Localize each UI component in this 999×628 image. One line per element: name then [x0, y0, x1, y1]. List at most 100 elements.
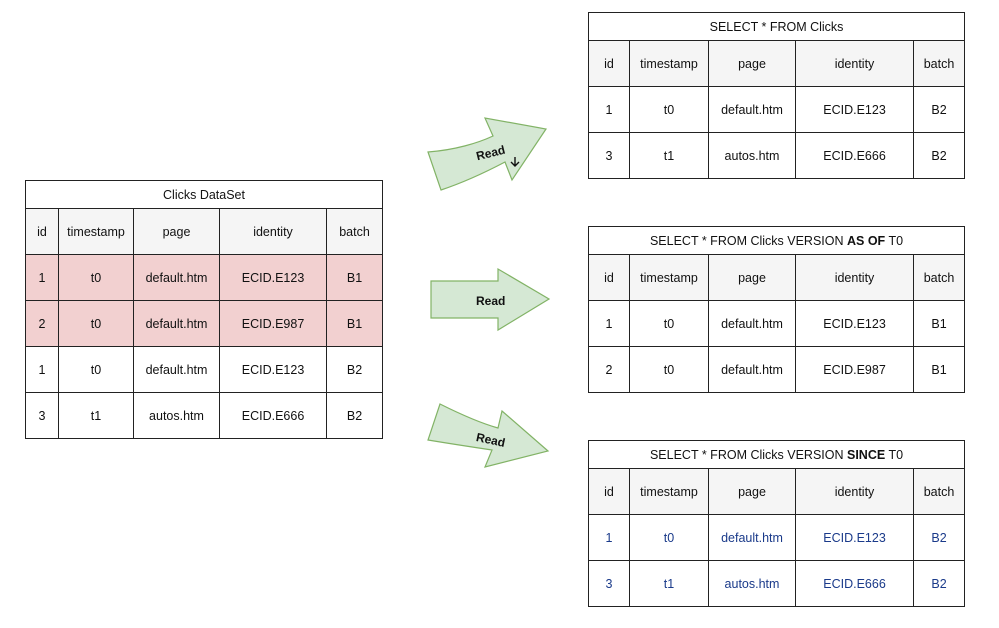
cell-batch: B1	[325, 254, 384, 301]
cell-identity: ECID.E666	[219, 392, 327, 439]
cell-page: autos.htm	[708, 560, 796, 607]
cell-page: default.htm	[708, 514, 796, 561]
query-text-suffix: T0	[885, 447, 904, 462]
read-arrow-cursor-icon	[510, 157, 520, 167]
cell-id: 2	[25, 300, 59, 347]
cell-timestamp: t0	[629, 300, 709, 347]
table-row: 1 t0 default.htm ECID.E123 B1	[588, 300, 966, 347]
result-table-as-of: SELECT * FROM Clicks VERSION AS OF T0 id…	[587, 226, 966, 393]
cell-identity: ECID.E123	[795, 514, 914, 561]
table-row: 3 t1 autos.htm ECID.E666 B2	[588, 132, 966, 179]
cell-page: default.htm	[708, 86, 796, 133]
column-header-identity: identity	[219, 208, 327, 255]
cell-id: 3	[588, 560, 630, 607]
cell-identity: ECID.E123	[795, 86, 914, 133]
column-header-id: id	[25, 208, 59, 255]
query-keyword: SINCE	[847, 447, 886, 462]
cell-batch: B1	[912, 346, 966, 393]
result-table-select-all: SELECT * FROM Clicks id timestamp page i…	[587, 12, 966, 179]
table-row: 1 t0 default.htm ECID.E123 B2	[25, 346, 384, 393]
cell-id: 2	[588, 346, 630, 393]
cell-identity: ECID.E666	[795, 132, 914, 179]
cell-id: 1	[588, 300, 630, 347]
query-keyword: AS OF	[847, 233, 886, 248]
cell-batch: B2	[912, 132, 966, 179]
cell-batch: B1	[912, 300, 966, 347]
cell-timestamp: t1	[629, 560, 709, 607]
cell-identity: ECID.E987	[795, 346, 914, 393]
cell-batch: B2	[912, 86, 966, 133]
source-table-header-row: id timestamp page identity batch	[25, 208, 384, 255]
column-header-timestamp: timestamp	[629, 40, 709, 87]
cell-batch: B2	[912, 514, 966, 561]
cell-identity: ECID.E987	[219, 300, 327, 347]
result-table-title-row: SELECT * FROM Clicks VERSION AS OF T0	[587, 226, 966, 255]
result-table-header-row: id timestamp page identity batch	[588, 468, 966, 515]
column-header-page: page	[708, 254, 796, 301]
column-header-id: id	[588, 40, 630, 87]
column-header-page: page	[708, 40, 796, 87]
column-header-batch: batch	[912, 40, 966, 87]
column-header-identity: identity	[795, 254, 914, 301]
cell-timestamp: t0	[629, 86, 709, 133]
column-header-timestamp: timestamp	[629, 468, 709, 515]
query-text-suffix: T0	[885, 233, 904, 248]
cell-page: default.htm	[133, 300, 220, 347]
cell-page: default.htm	[133, 346, 220, 393]
result-table-since: SELECT * FROM Clicks VERSION SINCE T0 id…	[587, 440, 966, 607]
query-text: SELECT * FROM Clicks	[709, 19, 844, 34]
cell-batch: B1	[325, 300, 384, 347]
cell-page: default.htm	[708, 300, 796, 347]
cell-timestamp: t0	[629, 514, 709, 561]
cell-batch: B2	[325, 346, 384, 393]
column-header-identity: identity	[795, 468, 914, 515]
column-header-batch: batch	[912, 468, 966, 515]
cell-page: default.htm	[708, 346, 796, 393]
read-arrow-middle-label: Read	[476, 294, 506, 308]
column-header-timestamp: timestamp	[58, 208, 134, 255]
table-row: 3 t1 autos.htm ECID.E666 B2	[588, 560, 966, 607]
query-text: SELECT * FROM Clicks VERSION	[649, 233, 847, 248]
cell-timestamp: t1	[629, 132, 709, 179]
result-table-title-row: SELECT * FROM Clicks	[587, 12, 966, 41]
table-row: 1 t0 default.htm ECID.E123 B2	[588, 514, 966, 561]
read-arrow-top	[427, 117, 548, 191]
table-row: 1 t0 default.htm ECID.E123 B2	[588, 86, 966, 133]
source-table-title: Clicks DataSet	[24, 180, 384, 209]
query-text: SELECT * FROM Clicks VERSION	[649, 447, 847, 462]
cell-page: autos.htm	[708, 132, 796, 179]
read-arrow-bottom	[427, 403, 550, 468]
result-table-header-row: id timestamp page identity batch	[588, 40, 966, 87]
cell-id: 1	[25, 254, 59, 301]
cell-id: 3	[588, 132, 630, 179]
cell-identity: ECID.E123	[219, 346, 327, 393]
result-table-title: SELECT * FROM Clicks VERSION AS OF T0	[587, 226, 966, 255]
source-table: Clicks DataSet id timestamp page identit…	[24, 180, 384, 439]
cell-identity: ECID.E666	[795, 560, 914, 607]
source-table-title-row: Clicks DataSet	[24, 180, 384, 209]
table-row: 2 t0 default.htm ECID.E987 B1	[25, 300, 384, 347]
result-table-title: SELECT * FROM Clicks	[587, 12, 966, 41]
table-row: 2 t0 default.htm ECID.E987 B1	[588, 346, 966, 393]
cell-identity: ECID.E123	[795, 300, 914, 347]
cell-id: 1	[588, 86, 630, 133]
read-arrow-middle	[430, 267, 551, 332]
column-header-page: page	[133, 208, 220, 255]
column-header-timestamp: timestamp	[629, 254, 709, 301]
result-table-header-row: id timestamp page identity batch	[588, 254, 966, 301]
cell-timestamp: t0	[629, 346, 709, 393]
result-table-title: SELECT * FROM Clicks VERSION SINCE T0	[587, 440, 966, 469]
column-header-batch: batch	[912, 254, 966, 301]
column-header-page: page	[708, 468, 796, 515]
table-row: 3 t1 autos.htm ECID.E666 B2	[25, 392, 384, 439]
cell-id: 1	[588, 514, 630, 561]
cell-batch: B2	[912, 560, 966, 607]
result-table-title-row: SELECT * FROM Clicks VERSION SINCE T0	[587, 440, 966, 469]
column-header-id: id	[588, 254, 630, 301]
cell-timestamp: t0	[58, 254, 134, 301]
column-header-identity: identity	[795, 40, 914, 87]
column-header-id: id	[588, 468, 630, 515]
cell-batch: B2	[325, 392, 384, 439]
table-row: 1 t0 default.htm ECID.E123 B1	[25, 254, 384, 301]
